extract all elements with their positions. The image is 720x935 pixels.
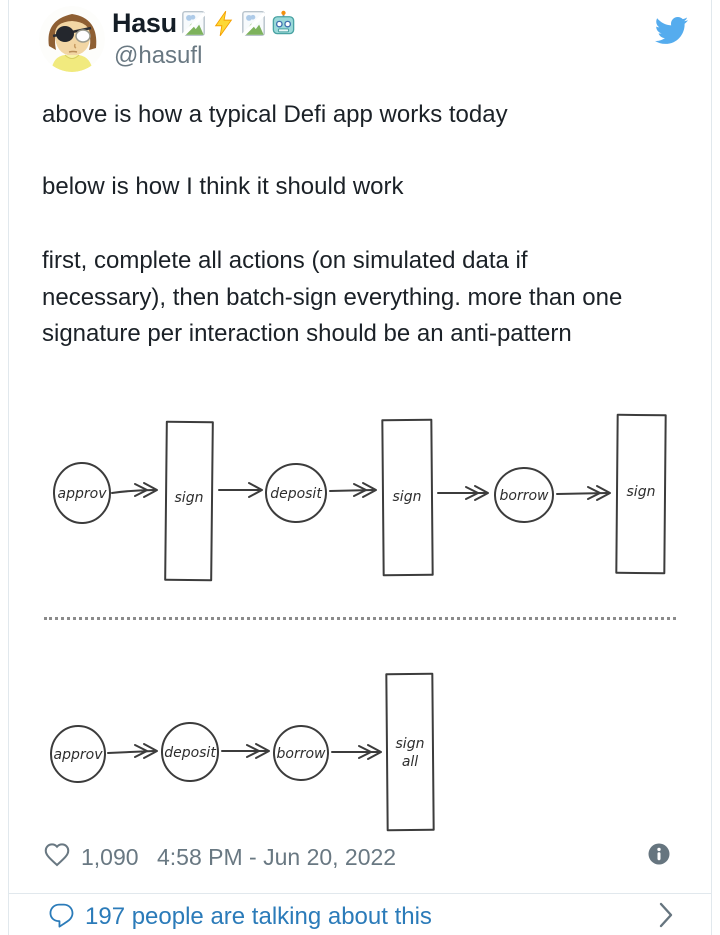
node-sign-3: sign xyxy=(615,413,667,575)
svg-text:borrow: borrow xyxy=(277,746,327,762)
svg-text:sign: sign xyxy=(393,489,422,505)
conversation-icon[interactable] xyxy=(47,901,76,930)
avatar[interactable] xyxy=(39,6,105,72)
author-name-row[interactable]: Hasu xyxy=(112,8,297,39)
node-approv-1: approv xyxy=(52,462,112,524)
node-approv-2: approv xyxy=(49,725,107,783)
svg-text:deposit: deposit xyxy=(164,745,216,761)
diagram-bottom-flow[interactable]: approv deposit borrow sign all xyxy=(28,662,448,834)
node-deposit-2: deposit xyxy=(160,722,220,782)
node-borrow-2: borrow xyxy=(273,725,329,781)
tweet-paragraph-1: above is how a typical Defi app works to… xyxy=(42,101,508,128)
arrow xyxy=(107,743,158,759)
arrow xyxy=(329,482,377,498)
card-border-left xyxy=(8,0,9,935)
diagram-top-flow[interactable]: approv sign deposit sign xyxy=(38,406,678,588)
arrow xyxy=(437,485,489,501)
svg-text:sign: sign xyxy=(175,490,204,506)
arrow xyxy=(218,482,263,498)
svg-text:borrow: borrow xyxy=(500,488,550,504)
author-handle[interactable]: @hasufl xyxy=(114,42,203,69)
robot-icon xyxy=(272,10,295,35)
node-sign-1: sign xyxy=(164,420,214,582)
node-deposit-1: deposit xyxy=(265,462,327,524)
lightning-icon xyxy=(214,10,233,37)
svg-text:sign: sign xyxy=(396,736,425,752)
card-border-right xyxy=(711,0,712,935)
broken-image-icon xyxy=(180,10,206,37)
svg-text:deposit: deposit xyxy=(270,486,322,502)
like-icon[interactable] xyxy=(43,841,71,868)
svg-text:approv: approv xyxy=(54,747,104,763)
like-count[interactable]: 1,090 xyxy=(81,844,139,870)
timestamp[interactable]: 4:58 PM - Jun 20, 2022 xyxy=(157,844,397,870)
svg-text:sign: sign xyxy=(627,484,656,500)
arrow xyxy=(221,743,270,759)
footer-divider xyxy=(9,893,711,894)
broken-image-icon xyxy=(240,10,266,37)
svg-text:all: all xyxy=(402,754,418,770)
tweet-paragraph-3: first, complete all actions (on simulate… xyxy=(42,247,623,347)
author-name: Hasu xyxy=(112,8,177,38)
avatar-image xyxy=(39,6,105,72)
tweet-paragraph-2: below is how I think it should work xyxy=(42,173,404,200)
twitter-logo-icon[interactable] xyxy=(650,13,692,48)
arrow xyxy=(111,482,158,498)
node-sign-all: sign all xyxy=(385,672,435,832)
arrow xyxy=(556,485,611,501)
info-icon[interactable] xyxy=(647,842,671,866)
dotted-divider xyxy=(44,617,676,620)
arrow xyxy=(331,744,382,760)
node-sign-2: sign xyxy=(381,418,434,577)
svg-text:approv: approv xyxy=(58,486,108,502)
conversation-link[interactable]: 197 people are talking about this xyxy=(85,903,432,930)
chevron-right-icon[interactable] xyxy=(658,901,674,929)
node-borrow-1: borrow xyxy=(494,466,554,524)
